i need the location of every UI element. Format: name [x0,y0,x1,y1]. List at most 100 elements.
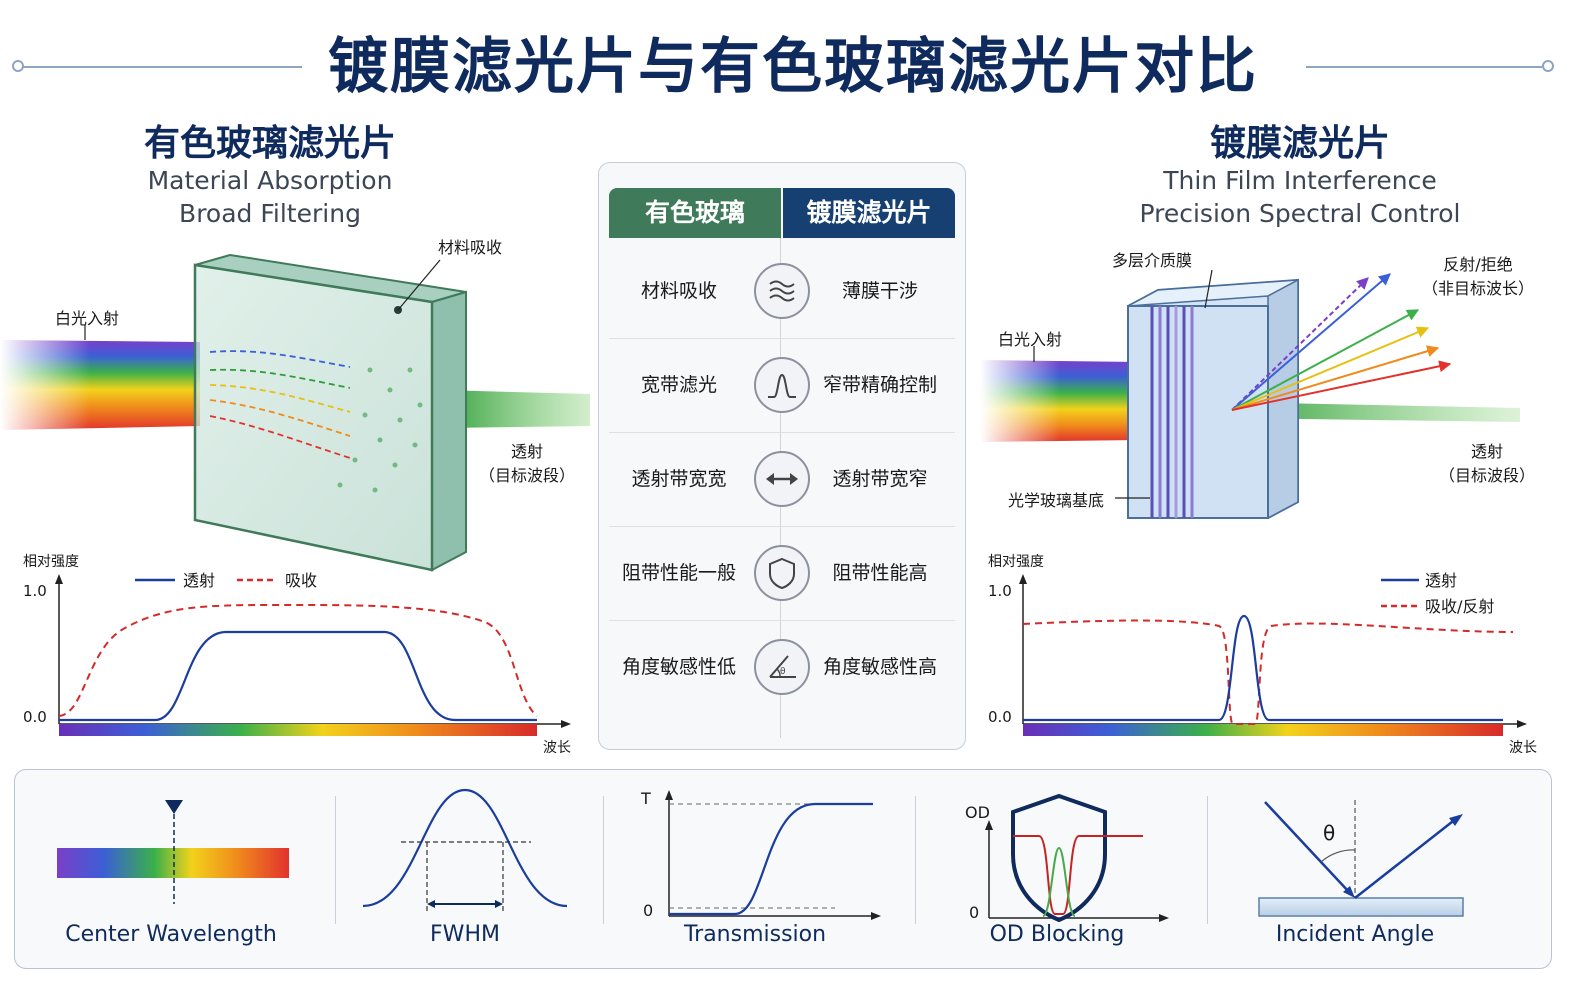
label-reflect-1: 反射/拒绝 [1443,255,1513,274]
left-spectrum-chart: 相对强度 1.0 0.0 波长 透射 吸收 [23,554,571,756]
shield-icon [754,545,810,601]
label-transmit-left-1: 透射 [510,442,543,461]
center-wavelength-graphic [57,800,289,904]
comparison-left-cell: 透射带宽宽 [631,468,727,490]
bell-curve-icon [754,357,810,413]
theta-symbol: θ [1323,821,1335,845]
left-subtitle-2: Broad Filtering [179,199,361,228]
comparison-row: 宽带滤光 窄带精确控制 [609,338,955,433]
label-multilayer-film: 多层介质膜 [1112,251,1193,270]
right-chart-y-bottom: 0.0 [988,708,1012,726]
fwhm-label: FWHM [430,922,500,947]
comparison-header-right: 镀膜滤光片 [783,188,955,238]
incident-angle-label: Incident Angle [1275,922,1435,947]
page-title: 镀膜滤光片与有色玻璃滤光片对比 [328,32,1258,102]
transmission-label: Transmission [683,922,827,947]
comparison-row: 角度敏感性低 θ 角度敏感性高 [609,620,955,714]
label-transmit-right: 透射 （目标波段） [1432,440,1542,488]
left-chart-transmission-curve [59,630,537,722]
comparison-row: 透射带宽宽 透射带宽窄 [609,432,955,527]
title-deco-dot-right [1542,60,1554,72]
comparison-left-cell: 宽带滤光 [640,374,717,396]
comparison-row: 阻带性能一般 阻带性能高 [609,526,955,621]
center-marker-icon [165,800,183,814]
param-separator [1207,796,1208,924]
label-optical-substrate: 光学玻璃基底 [1008,491,1105,510]
label-transmit-left-2: （目标波段） [478,466,575,485]
od-zero-label: 0 [969,903,979,922]
right-chart-absorb-reflect-curve [1022,619,1514,725]
left-chart-spectrum-bar [59,724,537,736]
transmitted-beam-right [1230,402,1520,422]
od-blocking-graphic: OD 0 [965,793,1169,923]
right-chart-xlabel: 波长 [1509,740,1537,756]
double-arrow-icon [754,451,810,507]
incident-plate [1258,897,1464,917]
right-subtitle-2: Precision Spectral Control [1139,199,1461,228]
label-white-light-right: 白光入射 [998,330,1063,349]
title-deco-line-left [22,66,302,68]
left-title: 有色玻璃滤光片 [143,123,396,164]
transmitted-green-beam [440,390,590,428]
comparison-left-cell: 角度敏感性低 [621,656,736,678]
center-wavelength-spectrum [57,848,289,878]
comparison-right-cell: 薄膜干涉 [841,280,918,302]
transmission-t-label: T [640,789,651,808]
reflected-rays [1231,273,1452,411]
title-deco-line-right [1306,66,1542,68]
waves-icon [754,263,810,319]
fwhm-graphic [362,788,568,914]
left-chart-ylabel: 相对强度 [23,554,79,570]
right-chart-ylabel: 相对强度 [988,554,1044,570]
angle-icon: θ [754,639,810,695]
comparison-right-cell: 阻带性能高 [832,562,928,584]
od-shield-icon [1011,793,1107,923]
right-chart-transmission-curve [1023,614,1503,722]
left-chart-y-top: 1.0 [23,582,47,600]
param-separator [915,796,916,924]
glass-block [193,263,434,572]
transmission-zero-label: 0 [643,901,653,920]
colored-glass-illustration [0,253,590,572]
comparison-right-cell: 角度敏感性高 [822,656,937,678]
comparison-left-cell: 阻带性能一般 [621,562,736,584]
label-reflect-2: （非目标波长） [1421,279,1534,298]
left-legend-absorb: 吸收 [285,571,317,590]
right-subtitle-1: Thin Film Interference [1163,166,1437,195]
od-blocking-label: OD Blocking [989,922,1125,947]
od-axis-label: OD [965,803,990,822]
svg-text:θ: θ [780,667,786,677]
left-chart-y-bottom: 0.0 [23,708,47,726]
comparison-header-left: 有色玻璃 [609,188,781,238]
label-reflect-reject: 反射/拒绝 （非目标波长） [1420,253,1536,301]
left-legend-transmit: 透射 [183,571,215,590]
filter-substrate [1127,305,1269,519]
label-transmit-right-2: （目标波段） [1438,466,1535,485]
parameters-panel: Center Wavelength FWHM T 0 Transmission … [14,769,1552,969]
absorption-leader-line [397,259,441,311]
left-subtitle-1: Material Absorption [147,166,393,195]
right-legend-absorb: 吸收/反射 [1425,597,1494,616]
right-title: 镀膜滤光片 [1209,123,1390,164]
comparison-right-cell: 透射带宽窄 [832,468,928,490]
label-transmit-right-1: 透射 [1470,442,1503,461]
comparison-panel: 有色玻璃 镀膜滤光片 材料吸收 薄膜干涉 宽带滤光 窄带精确控制 透射带宽宽 透… [598,162,966,750]
comparison-right-cell: 窄带精确控制 [822,374,937,396]
comparison-row: 材料吸收 薄膜干涉 [609,244,955,339]
right-chart-y-top: 1.0 [988,582,1012,600]
dielectric-layers [1150,306,1194,518]
transmission-graphic: T 0 [640,789,881,920]
label-material-absorption: 材料吸收 [438,238,503,257]
right-legend-transmit: 透射 [1425,571,1457,590]
label-white-light-left: 白光入射 [55,309,120,328]
center-wavelength-label: Center Wavelength [65,922,277,947]
right-spectrum-chart: 相对强度 1.0 0.0 波长 透射 吸收/反射 [988,554,1537,756]
comparison-left-cell: 材料吸收 [640,280,717,302]
coated-filter-illustration [980,269,1520,520]
incident-angle-graphic: θ [1258,800,1464,917]
left-chart-xlabel: 波长 [543,740,571,756]
param-separator [335,796,336,924]
left-chart-absorption-curve [58,603,538,717]
right-chart-spectrum-bar [1023,724,1503,736]
label-transmit-left: 透射 （目标波段） [472,440,582,488]
